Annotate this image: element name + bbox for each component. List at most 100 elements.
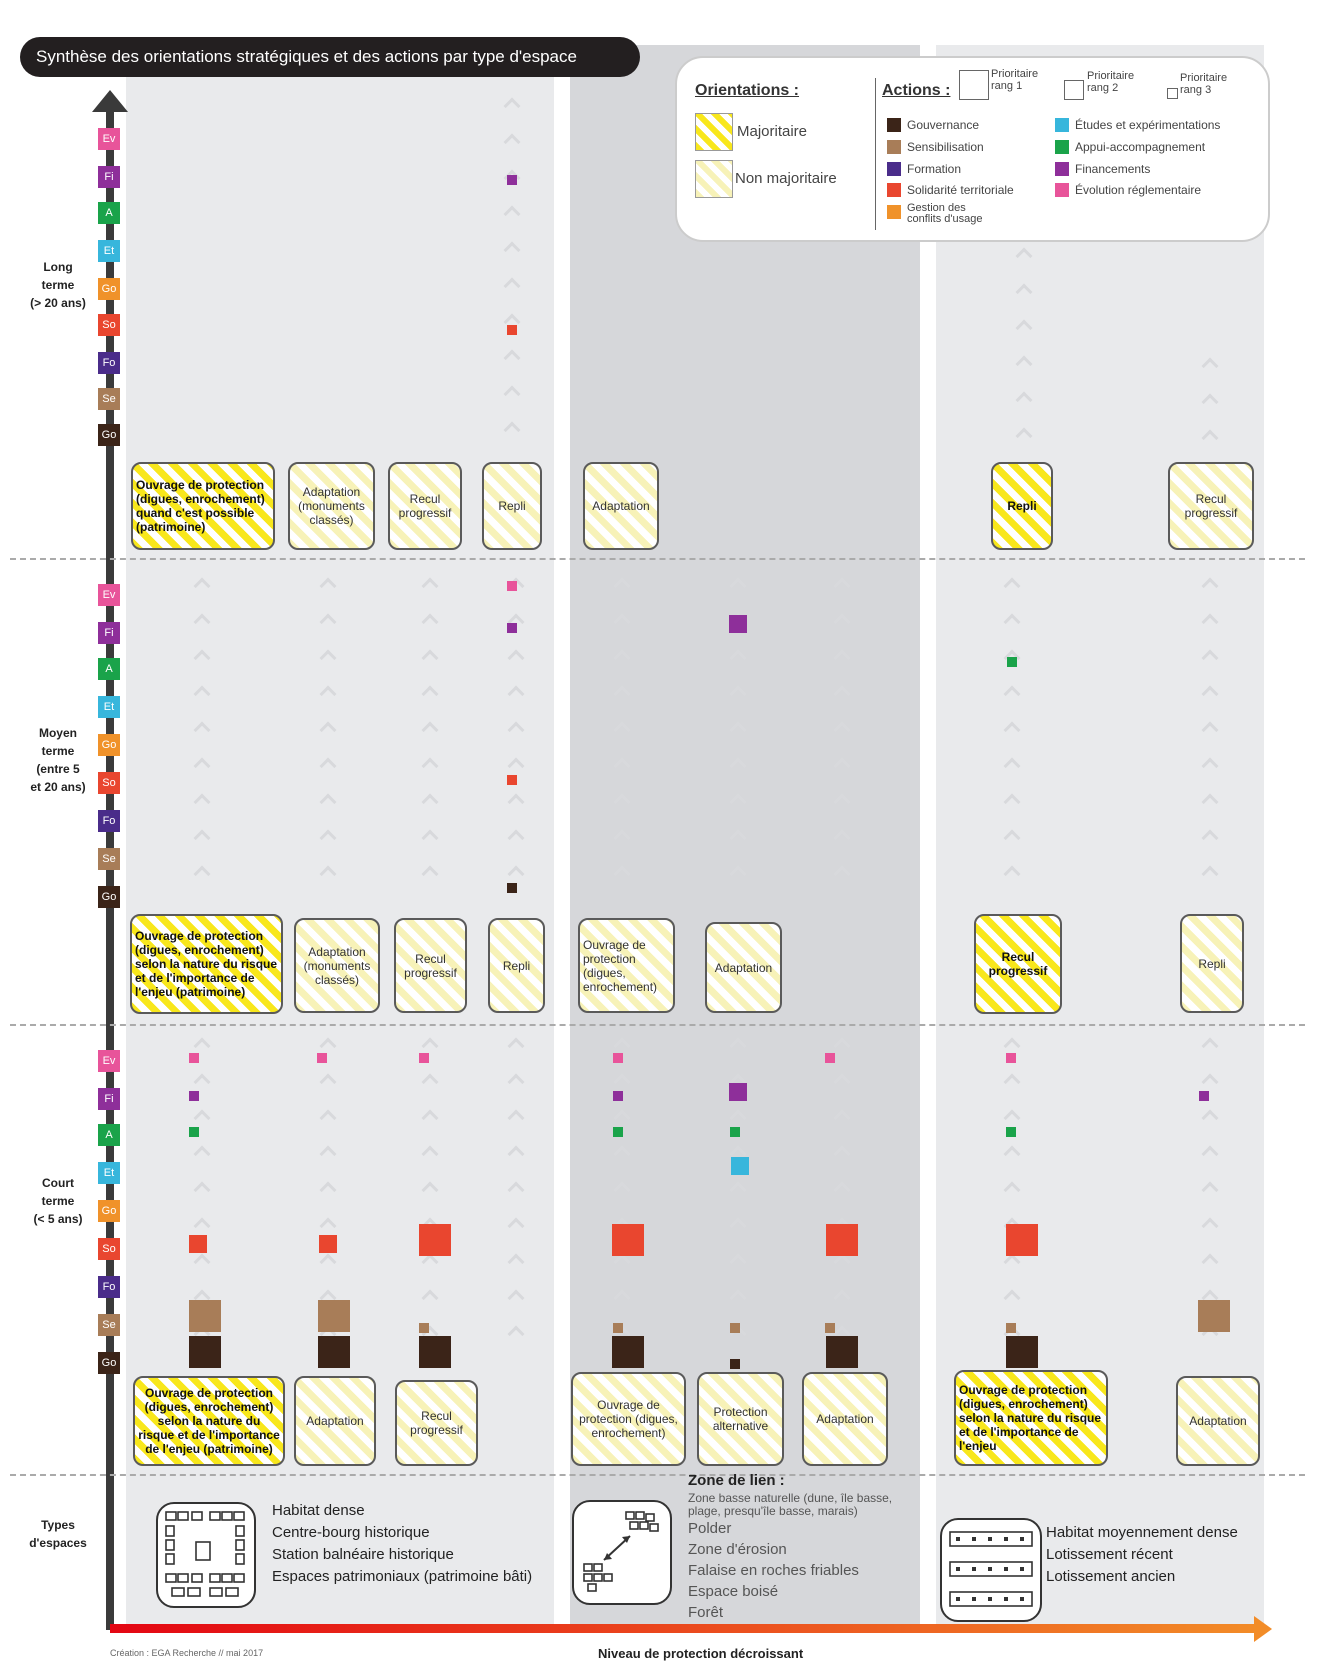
chevron-up-icon (997, 1073, 1027, 1091)
chevron-up-icon (827, 829, 857, 847)
chevron-up-icon (187, 757, 217, 775)
chevron-up-icon (827, 1145, 857, 1163)
action-marker-ev-rang3 (317, 1053, 327, 1063)
moyen-box-7: Recul progressif (974, 914, 1062, 1014)
chevron-up-icon (827, 721, 857, 739)
type-zone-basse: Zone basse naturelle (dune, île basse, p… (688, 1491, 893, 1518)
chevron-up-icon (997, 829, 1027, 847)
legend-rang3-square (1167, 88, 1178, 99)
long-box-5: Adaptation (583, 462, 659, 550)
chevron-up-icon (313, 829, 343, 847)
chevron-up-icon (607, 1289, 637, 1307)
credit-text: Création : EGA Recherche // mai 2017 (110, 1648, 264, 1658)
chevron-up-icon (501, 685, 531, 703)
chevron-up-icon (187, 613, 217, 631)
type-espace-boise: Espace boisé (688, 1583, 779, 1600)
type-zone-erosion: Zone d'érosion (688, 1541, 787, 1558)
action-marker-fi-rang2 (729, 1083, 747, 1101)
chevron-up-icon (313, 1217, 343, 1235)
axis-tag-ev-2: Ev (98, 584, 120, 606)
chevron-up-icon (827, 1217, 857, 1235)
chevron-up-icon (1195, 357, 1225, 375)
chevron-up-icon (497, 205, 527, 223)
chevron-up-icon (501, 1289, 531, 1307)
chevron-up-icon (501, 1217, 531, 1235)
term-court: Court terme (< 5 ans) (33, 1176, 83, 1226)
legend-formation-swatch (887, 162, 901, 176)
chevron-up-icon (187, 829, 217, 847)
chevron-up-icon (997, 649, 1027, 667)
legend-appui-swatch (1055, 140, 1069, 154)
legend-sensibilisation-label: Sensibilisation (907, 140, 984, 154)
axis-tag-et-1: Et (98, 240, 120, 262)
long-box-7: Recul progressif (1168, 462, 1254, 550)
legend-evolution-label: Évolution réglementaire (1075, 183, 1202, 197)
chevron-up-icon (1009, 427, 1039, 445)
band-habitat-moyen (936, 45, 1264, 1625)
chevron-up-icon (415, 1217, 445, 1235)
type-falaise: Falaise en roches friables (688, 1562, 859, 1579)
chevron-up-icon (501, 1073, 531, 1091)
habitat-dense-icon (156, 1502, 256, 1608)
chevron-up-icon (313, 613, 343, 631)
chevron-up-icon (501, 829, 531, 847)
chevron-up-icon (415, 649, 445, 667)
action-marker-so-rang3 (507, 775, 517, 785)
separator-court-types (10, 1474, 1305, 1476)
chevron-up-icon (415, 1289, 445, 1307)
term-moyen: Moyen terme (entre 5 et 20 ans) (30, 726, 86, 794)
chevron-up-icon (827, 685, 857, 703)
chevron-up-icon (415, 1253, 445, 1271)
zone-de-lien-title: Zone de lien : (688, 1472, 785, 1489)
chevron-up-icon (723, 1217, 753, 1235)
type-station-balneaire: Station balnéaire historique (272, 1546, 454, 1563)
court-box-8: Adaptation (1176, 1376, 1260, 1466)
chevron-up-icon (1195, 1073, 1225, 1091)
axis-tag-se-3: Se (98, 1314, 120, 1336)
axis-tag-fo-1: Fo (98, 352, 120, 374)
chevron-up-icon (497, 421, 527, 439)
chevron-up-icon (501, 1037, 531, 1055)
chevron-up-icon (497, 241, 527, 259)
chevron-up-icon (607, 613, 637, 631)
chevron-up-icon (187, 1037, 217, 1055)
action-marker-se-rang3 (419, 1323, 429, 1333)
chevron-up-icon (415, 1181, 445, 1199)
axis-tag-fo-2: Fo (98, 810, 120, 832)
action-marker-et-rang2 (731, 1157, 749, 1175)
chevron-up-icon (723, 1289, 753, 1307)
action-marker-go-rang1 (189, 1336, 221, 1368)
chevron-up-icon (497, 169, 527, 187)
chevron-up-icon (501, 1181, 531, 1199)
action-marker-fi-rang3 (507, 175, 517, 185)
moyen-box-5: Ouvrage de protection (digues, enrocheme… (578, 918, 675, 1013)
long-box-2: Adaptation (monuments classés) (288, 462, 375, 550)
chevron-up-icon (415, 865, 445, 883)
chevron-up-icon (1195, 393, 1225, 411)
legend-gestion-label: Gestion des conflits d'usage (907, 202, 983, 225)
chevron-up-icon (415, 685, 445, 703)
chevron-up-icon (1195, 829, 1225, 847)
legend-rang1-label: Prioritaire rang 1 (991, 68, 1039, 92)
court-box-1: Ouvrage de protection (digues, enrocheme… (133, 1376, 285, 1466)
chevron-up-icon (187, 649, 217, 667)
action-marker-go-rang1 (1006, 1336, 1038, 1368)
action-marker-so-rang2 (319, 1235, 337, 1253)
action-marker-a-rang3 (1007, 657, 1017, 667)
action-marker-se-rang1 (189, 1300, 221, 1332)
action-marker-so-rang1 (419, 1224, 451, 1256)
chevron-up-icon (1195, 1289, 1225, 1307)
axis-tag-fi-2: Fi (98, 622, 120, 644)
chevron-up-icon (723, 1073, 753, 1091)
chevron-up-icon (415, 613, 445, 631)
chevron-up-icon (827, 1109, 857, 1127)
chevron-up-icon (827, 865, 857, 883)
action-marker-se-rang1 (1198, 1300, 1230, 1332)
chevron-up-icon (415, 1037, 445, 1055)
chevron-up-icon (187, 1109, 217, 1127)
chevron-up-icon (607, 1037, 637, 1055)
chevron-up-icon (827, 793, 857, 811)
chevron-up-icon (607, 757, 637, 775)
action-marker-ev-rang3 (189, 1053, 199, 1063)
axis-label-text: Niveau de protection décroissant (598, 1646, 804, 1661)
